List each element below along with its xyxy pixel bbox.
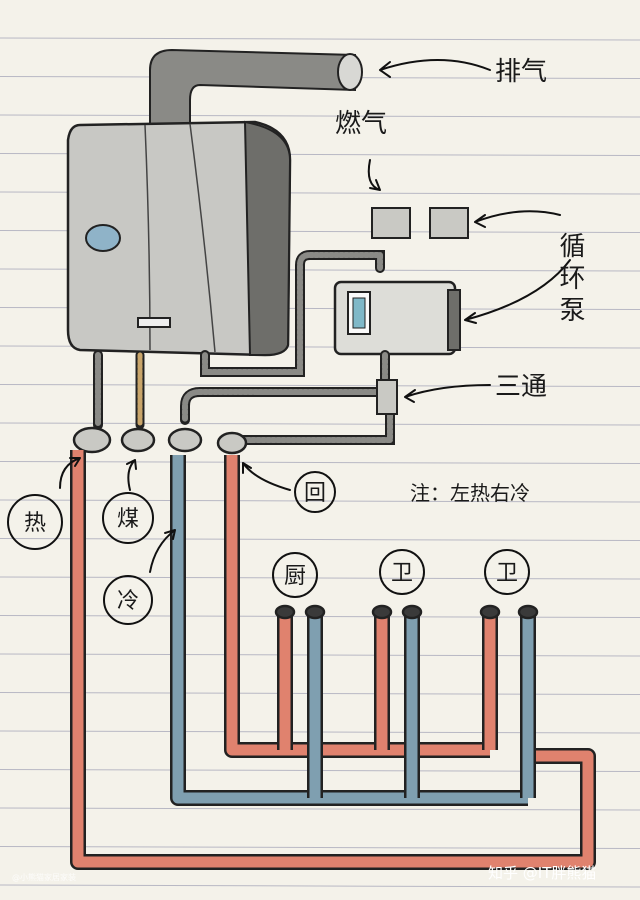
- gas-inlet-label: 煤: [117, 507, 139, 532]
- bath1-label: 卫: [391, 561, 413, 586]
- ruled-line: [0, 499, 640, 503]
- watermark-small: @小熊猫家居家装: [12, 872, 76, 882]
- note-label: 注：左热右冷: [410, 481, 530, 505]
- cold-label: 冷: [117, 589, 139, 614]
- cold-label-circle: [103, 575, 153, 625]
- kitchen-hot-end: [274, 604, 296, 620]
- kitchen-cold-end: [304, 604, 326, 620]
- ruled-line: [0, 37, 640, 41]
- ruled-line: [0, 384, 640, 387]
- gas-valve: [120, 427, 156, 453]
- tee-fitting: [376, 379, 398, 415]
- watermark: 知乎 @IT胖熊猫: [488, 864, 596, 882]
- bath2-label-circle: [484, 549, 530, 595]
- exhaust-label: 排气: [495, 57, 547, 87]
- circulation-pump: [333, 280, 461, 356]
- gas-label: 燃气: [335, 109, 387, 139]
- kitchen-label: 厨: [284, 564, 306, 589]
- heater-display-window: [85, 224, 121, 252]
- hot-pipe-network: [70, 450, 596, 870]
- bath1-cold-end: [401, 604, 423, 620]
- return-valve: [216, 431, 248, 455]
- return-label: 回: [304, 481, 326, 506]
- tee-label: 三通: [495, 372, 547, 402]
- bath2-label: 卫: [496, 561, 518, 586]
- hot-label: 热: [24, 511, 46, 536]
- ruled-line: [0, 807, 640, 811]
- bath1-hot-end: [371, 604, 393, 620]
- return-label-circle: [294, 471, 336, 513]
- gas-outlet: [429, 207, 469, 239]
- pointer-arrows: [59, 59, 571, 573]
- heater-control-slot: [137, 317, 171, 328]
- flex-hoses: [93, 250, 395, 445]
- ruled-line: [0, 422, 640, 426]
- hot-valve: [72, 426, 112, 454]
- cold-pipe-network: [170, 455, 536, 806]
- ruled-line: [0, 461, 640, 464]
- bath2-cold-end: [517, 604, 539, 620]
- ruled-line: [0, 114, 640, 118]
- gas-outlet: [371, 207, 411, 239]
- bath2-hot-end: [479, 604, 501, 620]
- pump-label: 循环泵: [555, 232, 585, 328]
- water-heater: [66, 120, 292, 357]
- kitchen-label-circle: [272, 552, 318, 598]
- ruled-line: [0, 884, 640, 888]
- hot-label-circle: [7, 494, 63, 550]
- ruled-line: [0, 576, 640, 580]
- cold-valve: [167, 427, 203, 453]
- ruled-line: [0, 846, 640, 849]
- bath1-label-circle: [379, 549, 425, 595]
- valves: [72, 426, 248, 455]
- ruled-line: [0, 538, 640, 541]
- gas-label-circle: [102, 492, 154, 544]
- exhaust-duct: [149, 48, 363, 126]
